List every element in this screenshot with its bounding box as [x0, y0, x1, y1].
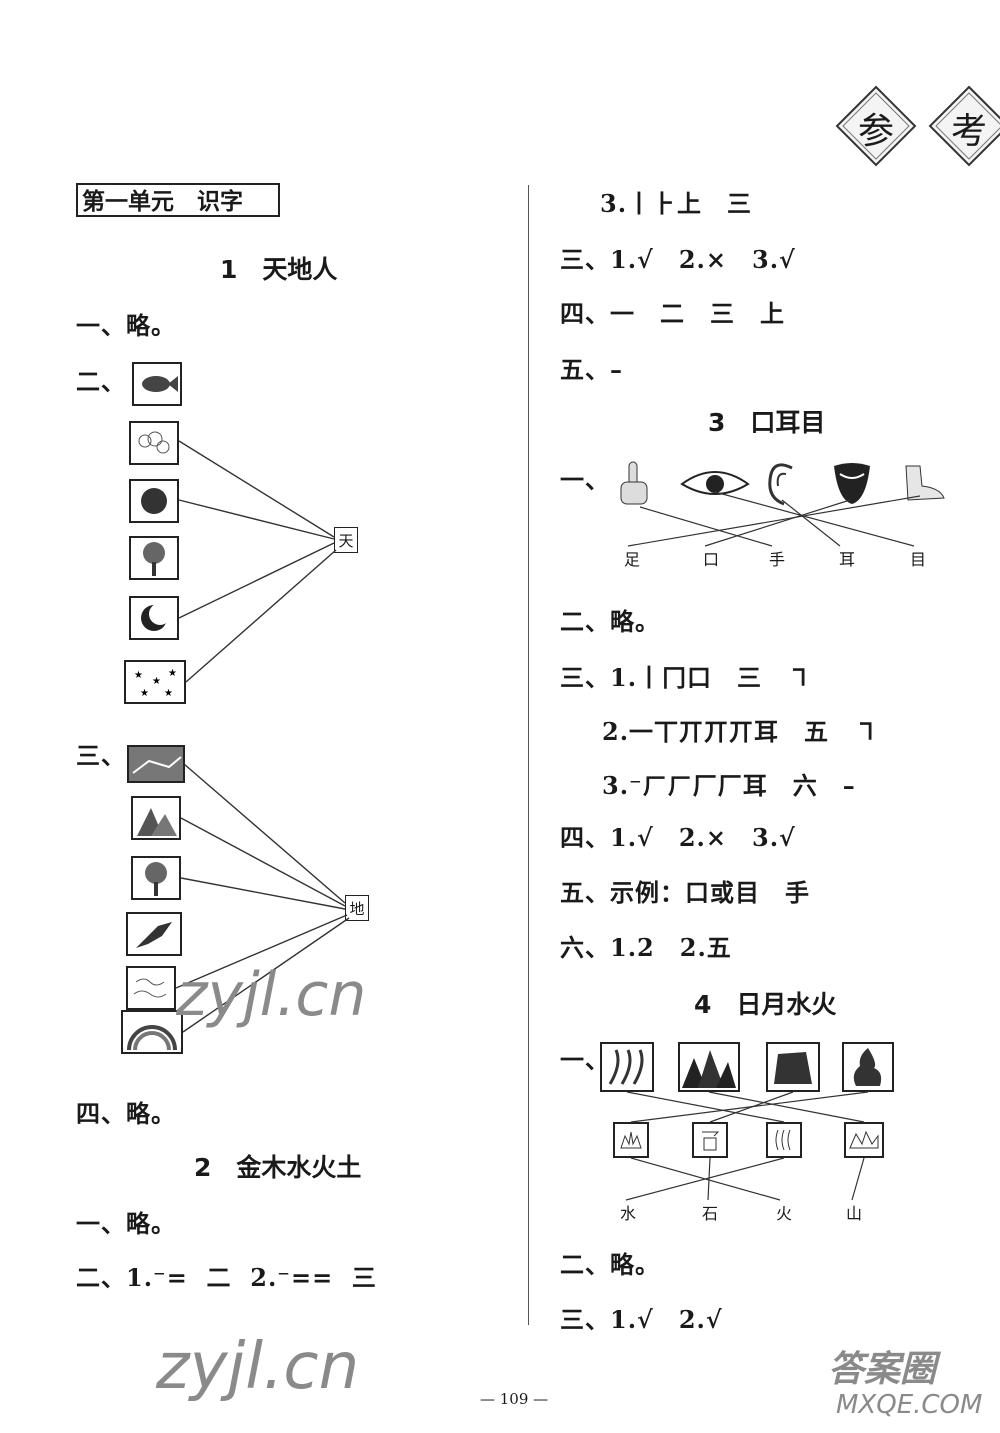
header-badge-kao: 考: [928, 85, 1000, 167]
l1-q4: 四、略。: [76, 1099, 176, 1128]
target-char-di: 地: [345, 895, 369, 921]
finger-picture: [615, 458, 655, 512]
header-badge-can-text: 参: [857, 111, 894, 152]
l3-q3-2: 2.一丅丌丌丌耳 五 ㇕: [602, 717, 880, 746]
stars-picture: ★★★★★: [124, 660, 186, 704]
lesson3-title: 3 口耳目: [708, 408, 826, 437]
pictograph-fire: [613, 1122, 649, 1158]
l3-word-zu: 足: [624, 550, 641, 569]
l3-q2: 二、略。: [560, 607, 660, 636]
l3-q3-3: 3.⁻ㄏㄏ厂厂耳 六 –: [602, 771, 856, 800]
l1-q2-label: 二、: [76, 367, 126, 396]
lesson2-title: 2 金木水火土: [194, 1153, 362, 1182]
svg-text:★: ★: [140, 688, 149, 699]
watermark-mxqe: MXQE.COM: [836, 1390, 983, 1420]
l4-word-shan: 山: [846, 1204, 863, 1223]
l1-q3-label: 三、: [76, 741, 126, 770]
lesson4-title: 4 日月水火: [694, 990, 837, 1019]
l4-word-shi: 石: [702, 1204, 719, 1223]
l3-word-kou: 口: [703, 550, 720, 569]
l3-word-er: 耳: [839, 550, 856, 569]
mountain-picture: [131, 796, 181, 840]
target-char-tian: 天: [334, 527, 358, 553]
l3-q4: 四、1.√ 2.× 3.√: [560, 823, 796, 852]
l3-q1-label: 一、: [560, 465, 610, 494]
river-picture: [600, 1042, 654, 1092]
tree-picture-2: [131, 856, 181, 900]
l3-word-mu: 目: [910, 550, 927, 569]
foot-picture: [900, 462, 948, 510]
column-divider: [528, 185, 529, 1325]
l3-q3-1: 三、1.丨冂口 三 ㇕: [560, 663, 813, 692]
l2-q2: 二、1.⁻= 二 2.⁻== 三: [76, 1263, 377, 1292]
svg-text:★: ★: [134, 670, 143, 681]
watermark-zyjl-2: zyjl.cn: [156, 1330, 360, 1404]
svg-text:★: ★: [152, 676, 161, 687]
l3-q6: 六、1.2 2.五: [560, 933, 732, 962]
r-wu: 五、–: [560, 355, 623, 384]
pictograph-mountain: [844, 1122, 884, 1158]
r-san: 三、1.√ 2.× 3.√: [560, 245, 796, 274]
bird-picture: [126, 912, 182, 956]
cloud-picture: [129, 421, 179, 465]
unit-title: 第一单元 识字: [76, 183, 280, 217]
sun-picture: [129, 479, 179, 523]
watermark-zyjl-1: zyjl.cn: [176, 960, 367, 1030]
page-number: — 109 —: [480, 1390, 549, 1408]
mouth-picture: [830, 460, 874, 510]
l2-q1: 一、略。: [76, 1209, 176, 1238]
l4-word-shui: 水: [620, 1204, 637, 1223]
pictograph-water: [766, 1122, 802, 1158]
l4-q2: 二、略。: [560, 1250, 660, 1279]
moon-picture: [129, 596, 179, 640]
l4-word-huo: 火: [776, 1204, 793, 1223]
header-badge-kao-text: 考: [950, 111, 987, 152]
l1-q1: 一、略。: [76, 311, 176, 340]
lesson1-title: 1 天地人: [220, 255, 338, 284]
rainbow-picture: [121, 1010, 183, 1054]
rock-picture: [766, 1042, 820, 1092]
ear-picture: [762, 458, 802, 512]
mountains-picture: [678, 1042, 740, 1092]
svg-text:★: ★: [168, 668, 177, 679]
r-si: 四、一 二 三 上: [560, 299, 785, 328]
r-a3: 3.丨⺊上 三: [600, 189, 753, 218]
header-badge-can: 参: [835, 85, 917, 167]
tree-picture: [129, 536, 179, 580]
pictograph-stone: [692, 1122, 728, 1158]
l3-q5: 五、示例：口或目 手: [560, 878, 810, 907]
svg-text:★: ★: [164, 688, 173, 699]
watermark-daanquan: 答案圈: [828, 1349, 937, 1390]
field-picture: [127, 745, 185, 783]
fish-picture: [132, 362, 182, 406]
eye-picture: [680, 464, 750, 508]
water-picture: [126, 966, 176, 1010]
fire-picture: [842, 1042, 894, 1092]
l4-q3: 三、1.√ 2.√: [560, 1305, 723, 1334]
l3-word-shou: 手: [769, 550, 786, 569]
